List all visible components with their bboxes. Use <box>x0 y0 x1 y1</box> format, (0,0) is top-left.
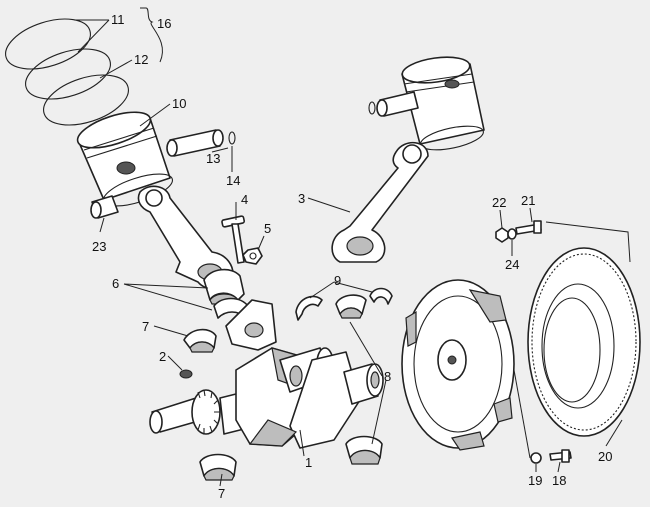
callout-4: 4 <box>241 192 249 207</box>
rod-bolt <box>221 215 246 264</box>
callout-23: 23 <box>92 239 107 254</box>
piston-rings <box>5 18 129 126</box>
callout-20: 20 <box>598 449 613 464</box>
ring-gear <box>527 247 641 437</box>
callout-8: 8 <box>384 369 392 384</box>
callout-18: 18 <box>552 473 567 488</box>
callout-5: 5 <box>264 221 272 236</box>
callout-21: 21 <box>521 193 536 208</box>
leader-lines <box>74 7 631 487</box>
callout-24: 24 <box>505 257 520 272</box>
rod-nut <box>242 247 263 265</box>
washer-24 <box>507 228 517 240</box>
callout-22: 22 <box>492 195 507 210</box>
small-end-bush <box>90 195 119 219</box>
main-bearing-shell-upper <box>183 328 217 353</box>
bolt-21 <box>515 220 542 235</box>
callout-7-lower: 7 <box>218 486 226 501</box>
main-bearing-shell-lower <box>199 453 237 481</box>
callout-13: 13 <box>206 151 221 166</box>
callout-7-upper: 7 <box>142 319 150 334</box>
circlip-left <box>228 131 236 145</box>
callout-19: 19 <box>528 473 543 488</box>
piston-ring-middle <box>25 48 111 100</box>
circlip-right <box>368 101 376 115</box>
nut-22 <box>495 227 509 243</box>
piston-right <box>401 56 485 151</box>
callout-10: 10 <box>172 96 187 111</box>
thrust-washers <box>295 287 393 321</box>
piston-pin-right <box>376 91 419 117</box>
bolt-18 <box>549 449 572 463</box>
callout-1: 1 <box>305 455 313 470</box>
callout-16: 16 <box>157 16 172 31</box>
main-bearing-shells-8 <box>345 435 383 465</box>
callout-6: 6 <box>112 276 120 291</box>
callout-12: 12 <box>134 52 149 67</box>
callout-3: 3 <box>298 191 306 206</box>
callout-11: 11 <box>111 12 125 27</box>
callout-2: 2 <box>159 349 167 364</box>
callout-14: 14 <box>226 173 241 188</box>
connecting-rod-right <box>331 141 429 263</box>
piston-pin-left <box>166 129 224 157</box>
callout-9: 9 <box>334 273 342 288</box>
main-bearing-cap <box>225 299 277 351</box>
piston-left <box>76 111 173 207</box>
washer-19 <box>530 452 542 464</box>
rod-bearing-shells <box>203 268 249 319</box>
flywheel <box>401 279 515 451</box>
oil-plug <box>179 369 193 379</box>
crankshaft <box>149 347 384 449</box>
piston-ring-top <box>5 18 91 70</box>
piston-ring-oil <box>43 74 129 126</box>
